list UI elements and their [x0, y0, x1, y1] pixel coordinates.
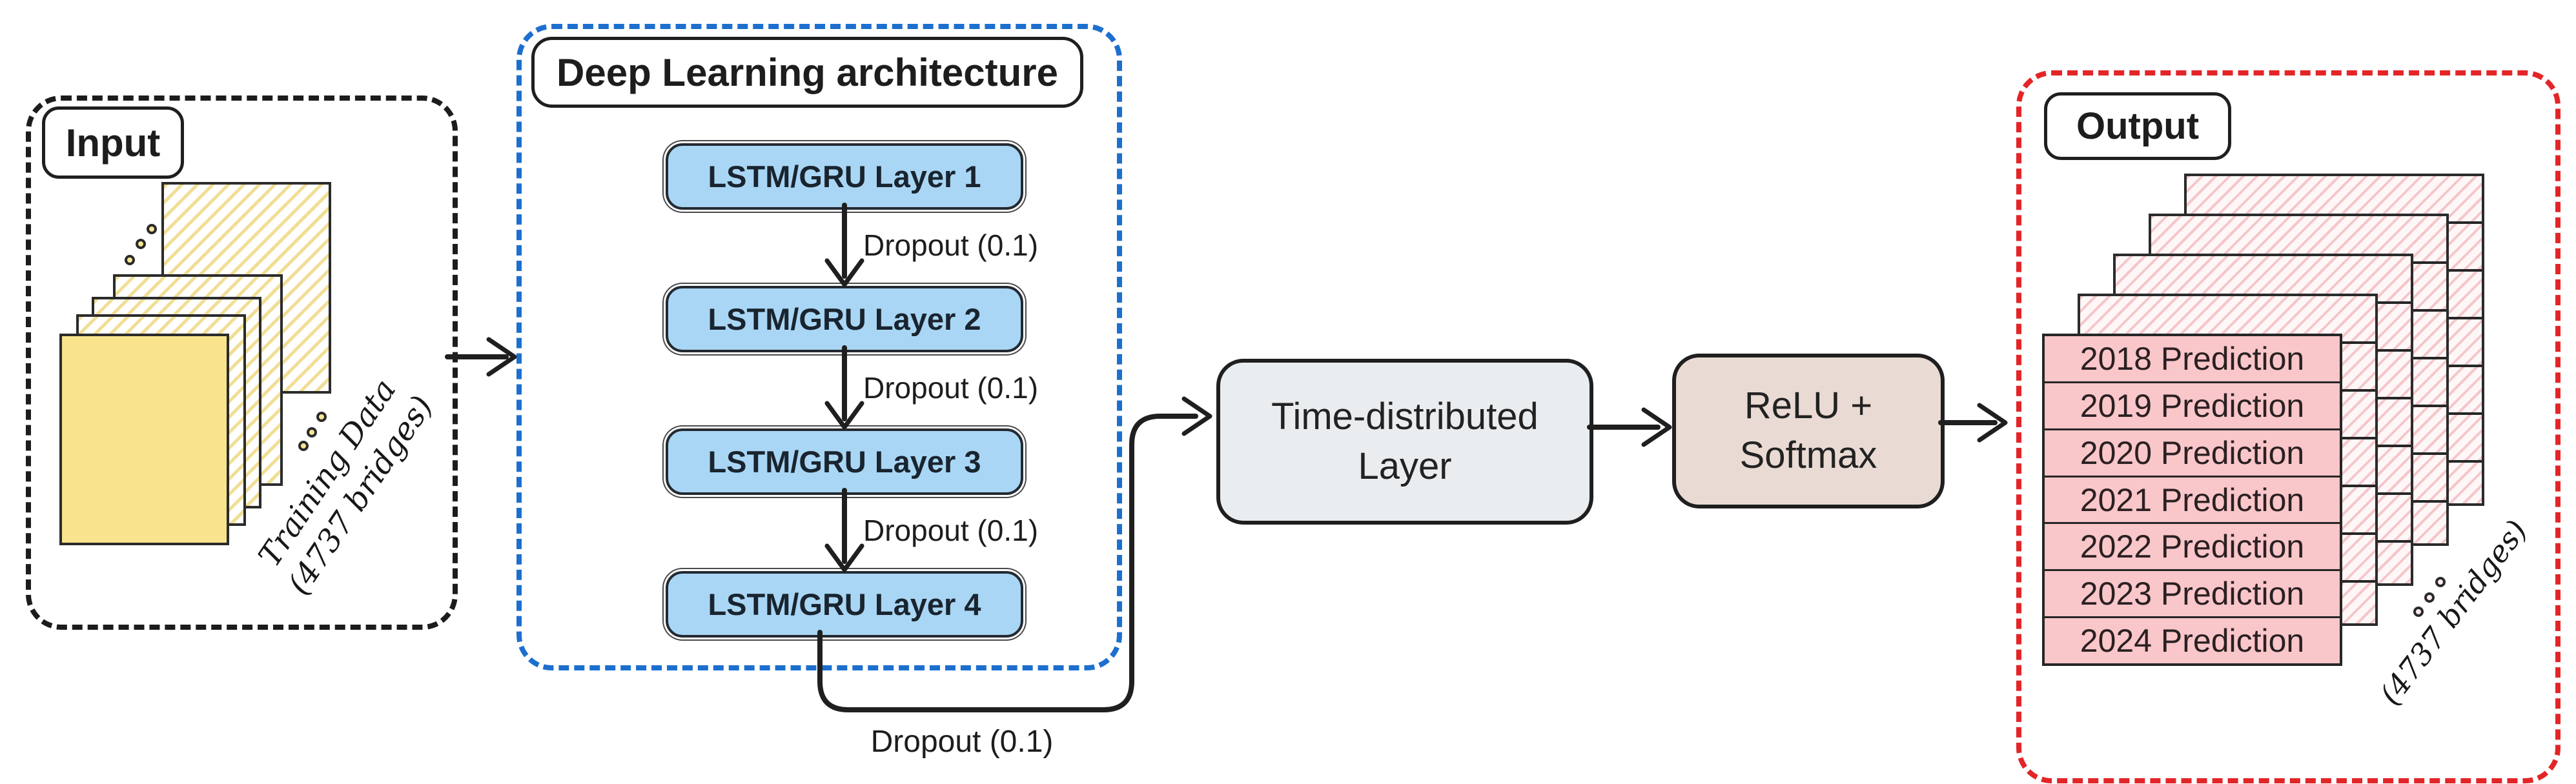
prediction-row: 2023 Prediction: [2045, 571, 2340, 619]
lstm-gru-layer-4: LSTM/GRU Layer 4: [666, 571, 1023, 638]
prediction-row: 2020 Prediction: [2045, 430, 2340, 477]
time-distributed-line2: Layer: [1358, 445, 1452, 487]
dl-title-text: Deep Learning architecture: [557, 50, 1058, 94]
dropout-label-1: Dropout (0.1): [863, 228, 1039, 262]
lstm-gru-layer-2: LSTM/GRU Layer 2: [666, 286, 1023, 352]
input-group-title: Input: [42, 106, 184, 179]
relu-softmax-line1: ReLU +: [1744, 385, 1873, 427]
lstm-layer-2-label: LSTM/GRU Layer 2: [708, 302, 981, 336]
input-group-box: [26, 95, 458, 630]
arrow-layer4-loop-to-time-distributed: [817, 396, 1212, 712]
output-group-box: [2016, 70, 2561, 783]
arrow-layer2-to-layer3: [824, 345, 864, 430]
dropout-label-2: Dropout (0.1): [863, 371, 1039, 405]
prediction-row: 2022 Prediction: [2045, 524, 2340, 572]
lstm-layer-4-label: LSTM/GRU Layer 4: [708, 587, 981, 621]
lstm-gru-layer-1: LSTM/GRU Layer 1: [666, 143, 1023, 210]
arrow-layer3-to-layer4: [824, 488, 864, 572]
input-label: Input: [65, 121, 161, 165]
arrow-relu-to-output: [1938, 403, 2008, 443]
output-label: Output: [2076, 105, 2200, 147]
relu-softmax-box: ReLU + Softmax: [1672, 354, 1945, 508]
lstm-layer-3-label: LSTM/GRU Layer 3: [708, 445, 981, 479]
arrow-input-to-dl: [445, 337, 517, 377]
time-distributed-line1: Time-distributed: [1271, 395, 1538, 437]
dropout-label-final: Dropout (0.1): [870, 725, 1054, 759]
time-distributed-layer-box: Time-distributed Layer: [1216, 359, 1593, 525]
prediction-row: 2018 Prediction: [2045, 336, 2340, 383]
dropout-label-3: Dropout (0.1): [863, 514, 1039, 547]
lstm-layer-1-label: LSTM/GRU Layer 1: [708, 159, 981, 194]
input-card-front: [59, 334, 229, 545]
prediction-row: 2024 Prediction: [2045, 618, 2340, 664]
arrow-layer1-to-layer2: [824, 203, 864, 287]
prediction-row: 2021 Prediction: [2045, 477, 2340, 525]
prediction-row: 2019 Prediction: [2045, 383, 2340, 430]
relu-softmax-line2: Softmax: [1739, 434, 1877, 476]
output-group-title: Output: [2044, 92, 2231, 160]
arrow-td-to-relu: [1587, 407, 1672, 447]
dl-group-title: Deep Learning architecture: [531, 37, 1083, 108]
output-prediction-card: 2018 Prediction 2019 Prediction 2020 Pre…: [2042, 334, 2342, 666]
